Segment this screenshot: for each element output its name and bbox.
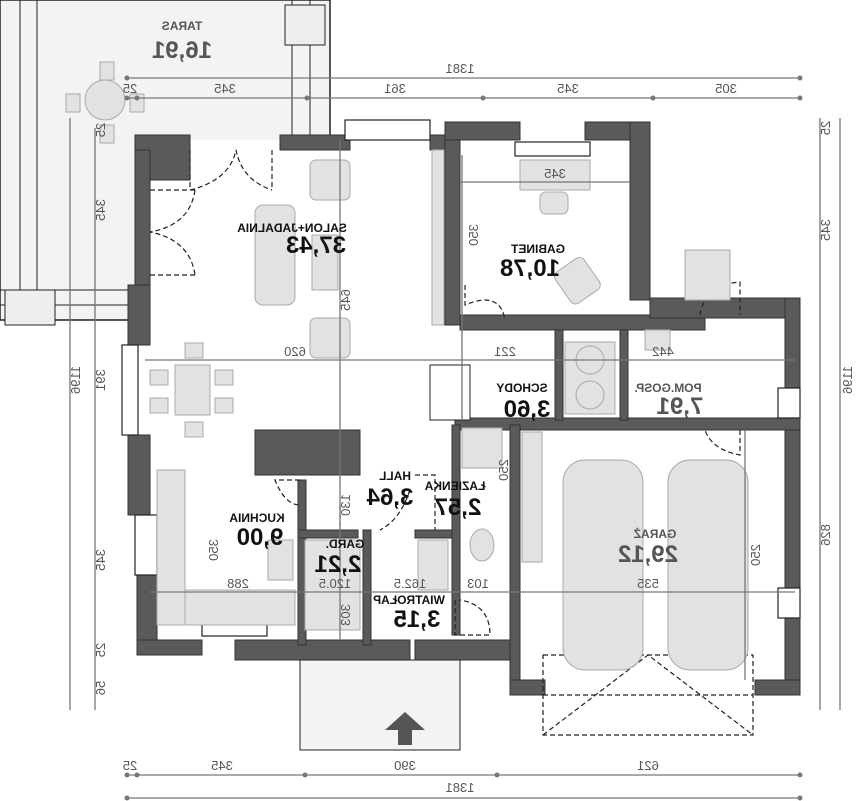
room-area-salon: 37,43 <box>286 232 346 259</box>
dim-left: 25 <box>93 123 108 137</box>
dim-left: 345 <box>93 199 108 221</box>
room-area-hall: 3,64 <box>366 484 413 511</box>
room-name-taras: TARAS <box>162 19 202 33</box>
desk <box>519 159 591 191</box>
dim-inner: 442 <box>652 344 674 359</box>
dim-bottom: 345 <box>211 758 233 773</box>
dim-inner: 162.5 <box>394 576 427 591</box>
armchair <box>309 159 351 201</box>
dim-inner: 620 <box>284 344 306 359</box>
room-area-lazienka: 2,57 <box>435 494 482 521</box>
dining-table <box>174 364 211 416</box>
car <box>667 459 749 671</box>
room-area-taras: 16,91 <box>152 37 212 64</box>
dim-inner: 350 <box>466 224 481 246</box>
room-name-lazienka: ŁAZIENKA <box>424 479 485 493</box>
room-name-kuchnia: KUCHNIA <box>229 511 285 525</box>
stairs <box>429 364 471 421</box>
dimension-lines <box>69 75 841 801</box>
dim-right-total: 1196 <box>840 366 855 394</box>
dim-top-total: 1381 <box>446 61 475 76</box>
dim-left: 56 <box>93 681 108 695</box>
walls <box>127 121 801 696</box>
dim-inner: 288 <box>227 576 249 591</box>
room-area-gard: 2,21 <box>315 551 362 578</box>
dim-inner: 130 <box>338 494 353 516</box>
dim-inner: 120.5 <box>319 576 352 591</box>
chair <box>539 191 569 215</box>
dim-bottom: 621 <box>637 758 659 773</box>
armchair <box>309 317 351 359</box>
room-labels: TARAS 16,91 SALON+JADALNIA 37,43 GABINET… <box>152 19 703 633</box>
dim-top: 305 <box>715 81 737 96</box>
room-name-gabinet: GABINET <box>510 242 565 256</box>
dim-right: 345 <box>818 219 833 241</box>
dim-inner: 535 <box>637 576 659 591</box>
room-area-pomgosp: 7,91 <box>657 393 704 420</box>
room-area-gabinet: 10,78 <box>500 255 560 282</box>
car <box>562 459 644 671</box>
dim-inner: 345 <box>544 166 566 181</box>
dimension-labels: 1381 25 345 361 345 305 25 345 390 621 1… <box>68 61 855 795</box>
dim-bottom: 390 <box>394 758 416 773</box>
room-name-salon: SALON+JADALNIA <box>237 221 347 235</box>
room-area-wiatrolap: 3,15 <box>394 606 441 633</box>
dim-right: 25 <box>818 121 833 135</box>
dim-left: 391 <box>93 369 108 391</box>
furniture <box>149 149 749 751</box>
toilet <box>469 528 495 562</box>
room-name-garaz: GARAŻ <box>634 526 677 541</box>
room-name-schody: SCHODY <box>496 381 547 395</box>
dim-top: 345 <box>557 81 579 96</box>
planter <box>4 289 56 326</box>
room-name-pomgosp: POM.GOSP. <box>634 381 701 395</box>
table <box>84 79 126 121</box>
dim-top: 361 <box>384 81 406 96</box>
stove <box>267 539 294 581</box>
doors <box>149 149 754 736</box>
room-name-hall: HALL <box>379 469 411 483</box>
sofa <box>254 204 296 306</box>
dim-inner: 645 <box>338 289 353 311</box>
room-name-gard: GARD. <box>326 537 365 551</box>
dim-left: 25 <box>93 643 108 657</box>
planter <box>284 4 326 46</box>
dim-inner: 221 <box>494 344 516 359</box>
dim-top: 345 <box>214 81 236 96</box>
dim-inner: 250 <box>748 544 763 566</box>
dim-right: 826 <box>818 524 833 546</box>
dim-bottom-total: 1381 <box>446 780 475 795</box>
dim-bottom: 25 <box>123 758 137 773</box>
room-area-kuchnia: 9,00 <box>237 524 284 551</box>
dim-inner: 250 <box>496 459 511 481</box>
dim-top: 25 <box>123 81 137 96</box>
dim-left-total: 1196 <box>68 366 83 394</box>
room-area-garaz: 29,12 <box>618 541 678 568</box>
entrance-arrow-icon <box>385 712 425 745</box>
armchair <box>554 256 601 305</box>
windows <box>121 119 801 637</box>
dim-inner: 303 <box>338 604 353 626</box>
dim-inner: 103 <box>467 576 489 591</box>
room-area-schody: 3,60 <box>504 396 551 423</box>
dim-left: 345 <box>93 549 108 571</box>
entrance-porch <box>299 659 461 751</box>
dim-inner: 350 <box>206 539 221 561</box>
room-name-wiatrolap: WIATROŁAP <box>373 593 445 607</box>
